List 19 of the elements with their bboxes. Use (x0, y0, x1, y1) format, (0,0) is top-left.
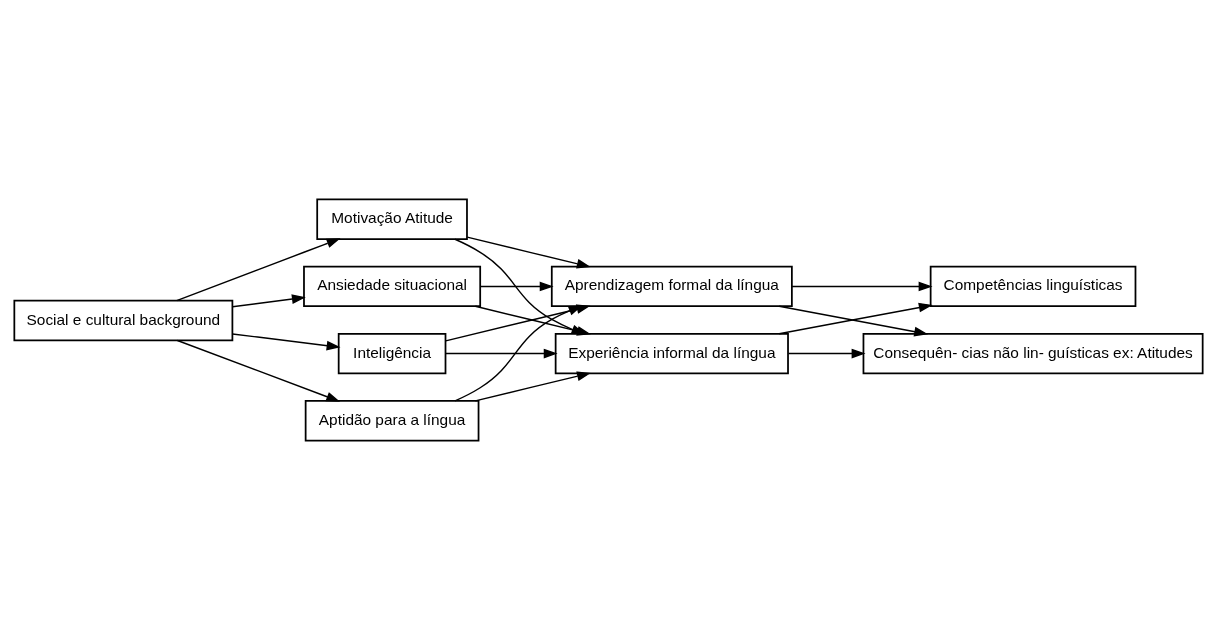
arrow (176, 237, 341, 301)
node-box: Competências linguísticas (929, 265, 1137, 307)
node-box: Social e cultural background (13, 299, 234, 341)
node-box: Ansiedade situacional (303, 265, 482, 307)
arrow (791, 281, 933, 291)
node-box: Experiência informal da língua (554, 332, 789, 374)
node-box: Inteligência (337, 332, 447, 374)
node-box: Aprendizagem formal da língua (550, 265, 793, 307)
arrow (231, 332, 341, 350)
node-box: Motivação Atitude (316, 198, 468, 240)
arrow (466, 235, 591, 268)
arrow (231, 293, 306, 307)
node-box: Consequên- cias não lin- guísticas ex: Atitudes (862, 332, 1204, 374)
arrow (479, 281, 554, 291)
arrow (787, 348, 866, 358)
node-box: Aptidão para a língua (304, 399, 480, 441)
arrow (445, 348, 558, 358)
arrow (474, 370, 591, 402)
arrow (176, 339, 341, 402)
